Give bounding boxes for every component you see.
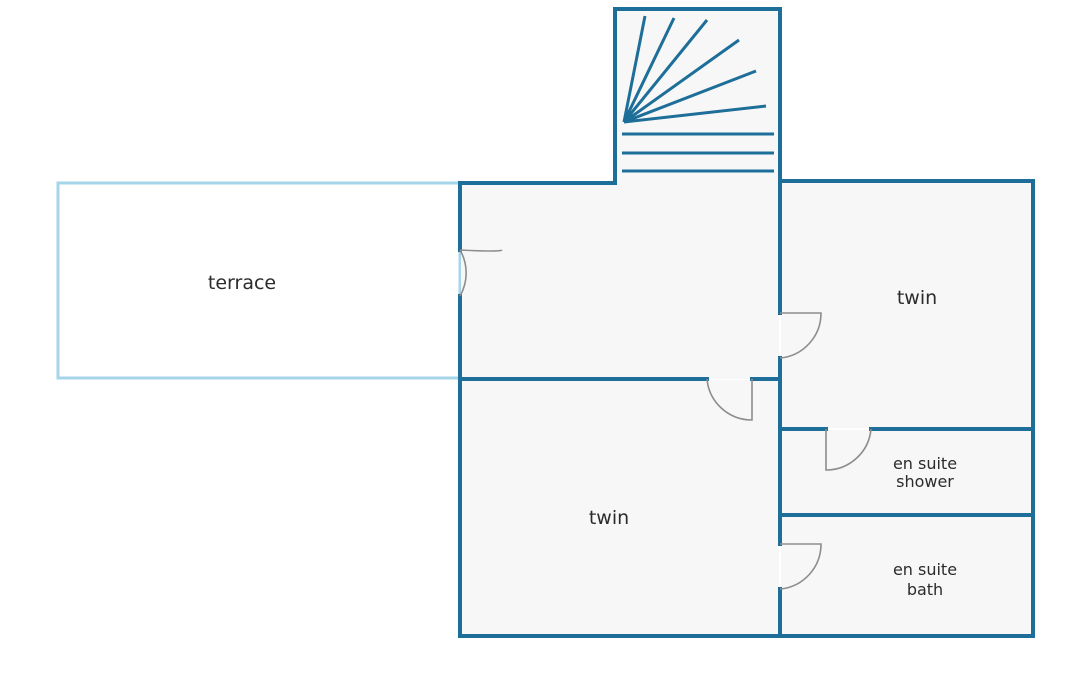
hall-door-to-lower-twin [706, 378, 753, 421]
bath-door [779, 543, 822, 590]
terrace-door [459, 249, 503, 297]
en-suite-bath-fill [781, 516, 1032, 635]
twin-lower-label: twin [589, 507, 629, 529]
doors [459, 249, 872, 590]
en-suite-shower-label-line1: en suite [893, 454, 957, 473]
en-suite-bath-label-line2: bath [907, 580, 943, 599]
hall-door-to-twin [779, 312, 822, 359]
room-fills [461, 10, 1032, 635]
walls [458, 7, 1035, 638]
shower-door [825, 428, 872, 471]
terrace-label: terrace [208, 272, 276, 294]
en-suite-shower-label-line2: shower [896, 472, 954, 491]
en-suite-bath-label-line1: en suite [893, 560, 957, 579]
hallway-fill [461, 183, 779, 379]
twin-upper-label: twin [897, 287, 937, 309]
en-suite-shower-fill [781, 430, 1032, 514]
staircase [622, 15, 774, 173]
twin-lower-fill [461, 380, 779, 635]
terrace-area [56, 181, 462, 380]
twin-upper-fill [781, 182, 1032, 428]
